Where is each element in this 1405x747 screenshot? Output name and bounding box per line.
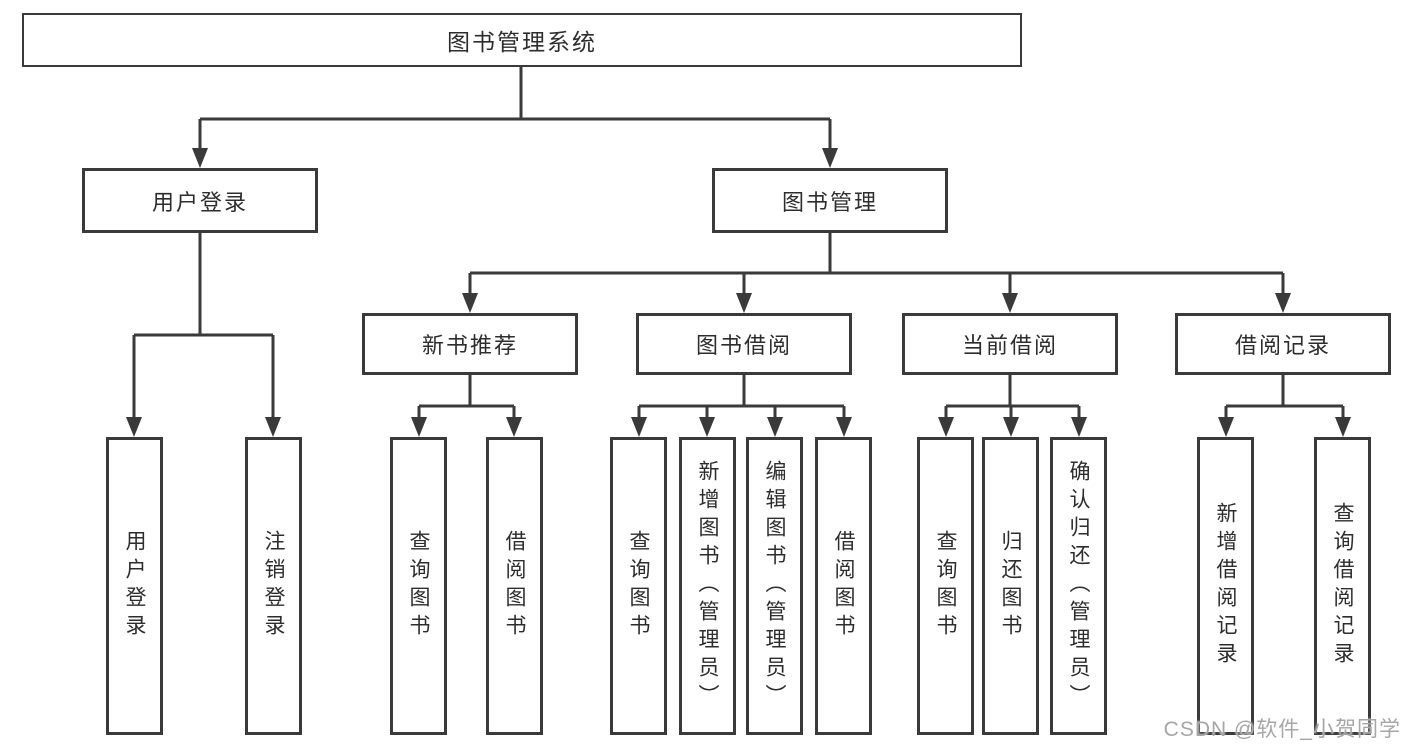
node-label: 查询借阅记录 xyxy=(1331,502,1354,670)
node-label: 查询图书 xyxy=(934,530,957,642)
leaf-query-books-recommend: 查询图书 xyxy=(390,437,447,735)
node-label: 查询图书 xyxy=(627,530,650,642)
leaf-edit-books-admin: 编辑图书（管理员） xyxy=(746,437,803,735)
node-library-management-system: 图书管理系统 xyxy=(22,13,1022,67)
leaf-borrow-books: 借阅图书 xyxy=(815,437,872,735)
node-new-book-recommend: 新书推荐 xyxy=(362,313,578,375)
leaf-return-books: 归还图书 xyxy=(982,437,1039,735)
node-label: 图书管理 xyxy=(781,189,878,215)
node-label: 借阅记录 xyxy=(1234,333,1331,358)
node-label: 用户登录 xyxy=(123,530,146,642)
node-label: 编辑图书（管理员） xyxy=(763,460,786,712)
node-label: 归还图书 xyxy=(999,530,1022,642)
node-label: 新增借阅记录 xyxy=(1214,502,1237,670)
node-label: 借阅图书 xyxy=(503,530,526,642)
leaf-borrow-books-recommend: 借阅图书 xyxy=(486,437,543,735)
leaf-query-books-current: 查询图书 xyxy=(917,437,974,735)
leaf-add-borrow-record: 新增借阅记录 xyxy=(1197,437,1254,735)
csdn-watermark: CSDN @软件_小贺同学 xyxy=(1163,718,1401,741)
leaf-add-books-admin: 新增图书（管理员） xyxy=(679,437,736,735)
leaf-query-books-borrowing: 查询图书 xyxy=(610,437,667,735)
node-book-management: 图书管理 xyxy=(712,168,948,233)
node-label: 注销登录 xyxy=(262,530,285,642)
node-borrowing-records: 借阅记录 xyxy=(1175,313,1391,375)
leaf-user-login: 用户登录 xyxy=(106,437,163,735)
leaf-query-borrow-record: 查询借阅记录 xyxy=(1314,437,1371,735)
arrowheads xyxy=(126,148,1351,437)
node-current-borrowing: 当前借阅 xyxy=(902,313,1118,375)
node-book-borrowing: 图书借阅 xyxy=(636,313,852,375)
node-label: 确认归还（管理员） xyxy=(1067,460,1090,712)
node-user-login: 用户登录 xyxy=(82,168,318,233)
node-label: 新书推荐 xyxy=(421,333,518,358)
node-label: 借阅图书 xyxy=(832,530,855,642)
node-label: 图书管理系统 xyxy=(447,29,597,55)
leaf-logout: 注销登录 xyxy=(245,437,302,735)
node-label: 新增图书（管理员） xyxy=(696,460,719,712)
node-label: 当前借阅 xyxy=(961,333,1058,358)
node-label: 图书借阅 xyxy=(695,333,792,358)
leaf-confirm-return-admin: 确认归还（管理员） xyxy=(1050,437,1107,735)
node-label: 用户登录 xyxy=(151,189,248,215)
node-label: 查询图书 xyxy=(407,530,430,642)
